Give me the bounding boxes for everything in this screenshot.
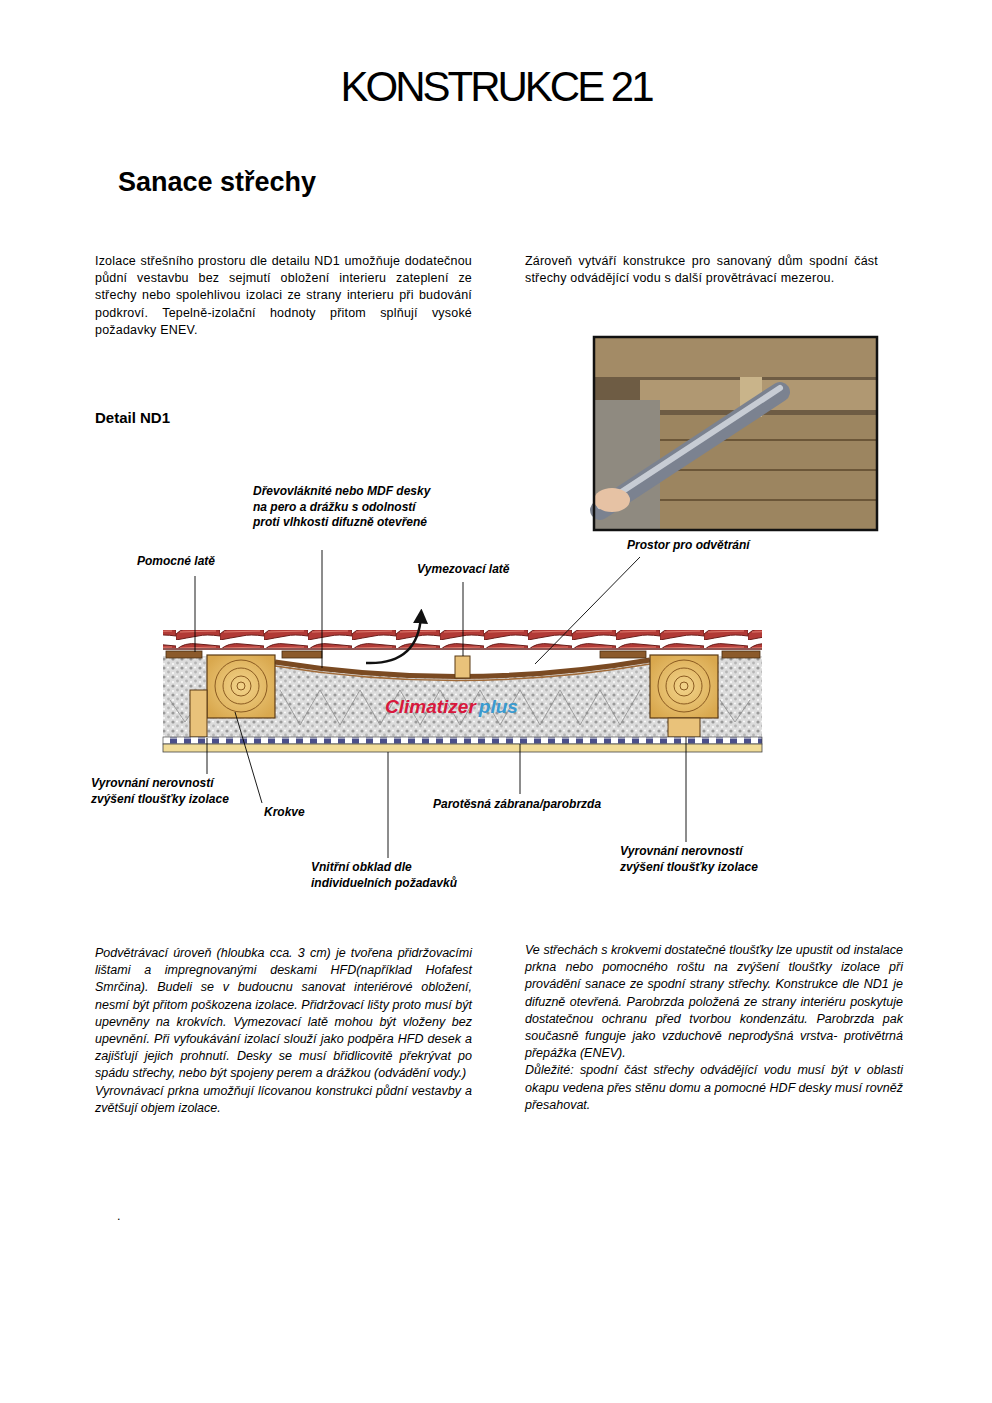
- watermark: Climatizer: [385, 697, 476, 716]
- body-paragraph: Izolace střešního prostoru dle detailu N…: [95, 253, 472, 339]
- callout-label: Vymezovací latě: [417, 562, 547, 578]
- callout-label: Prostor pro odvětrání: [627, 538, 787, 554]
- roof-section: [163, 616, 762, 752]
- photo: [594, 337, 877, 530]
- watermark: plus: [479, 697, 539, 716]
- detail-heading: Detail ND1: [95, 409, 295, 427]
- body-paragraph: Důležité: spodní část střechy odvádějící…: [525, 1062, 903, 1114]
- callout-label: Krokve: [264, 805, 324, 821]
- body-paragraph: Ve střechách s krokvemi dostatečné tlouš…: [525, 942, 903, 1062]
- callout-label: Vyrovnání nerovností zvýšení tloušťky iz…: [620, 844, 788, 875]
- leader-lines: [195, 550, 686, 858]
- callout-label: Dřevovláknité nebo MDF desky na pero a d…: [253, 484, 438, 531]
- body-paragraph: Vyrovnávací prkna umožňují lícovanou kon…: [95, 1083, 472, 1117]
- callout-label: Parotěsná zábrana/parobrzda: [433, 797, 643, 813]
- callout-label: Vnitřní obklad dle individuelních požada…: [311, 860, 483, 891]
- page-mark: .: [117, 1208, 127, 1225]
- body-paragraph: Podvětrávací úroveň (hloubka cca. 3 cm) …: [95, 945, 472, 1083]
- callout-label: Vyrovnání nerovností zvýšení tloušťky iz…: [91, 776, 259, 807]
- body-paragraph: Zároveň vytváří konstrukce pro sanovaný …: [525, 253, 878, 287]
- callout-label: Pomocné latě: [137, 554, 257, 570]
- page-title: KONSTRUKCE 21: [0, 66, 992, 108]
- section-heading: Sanace střechy: [118, 168, 518, 198]
